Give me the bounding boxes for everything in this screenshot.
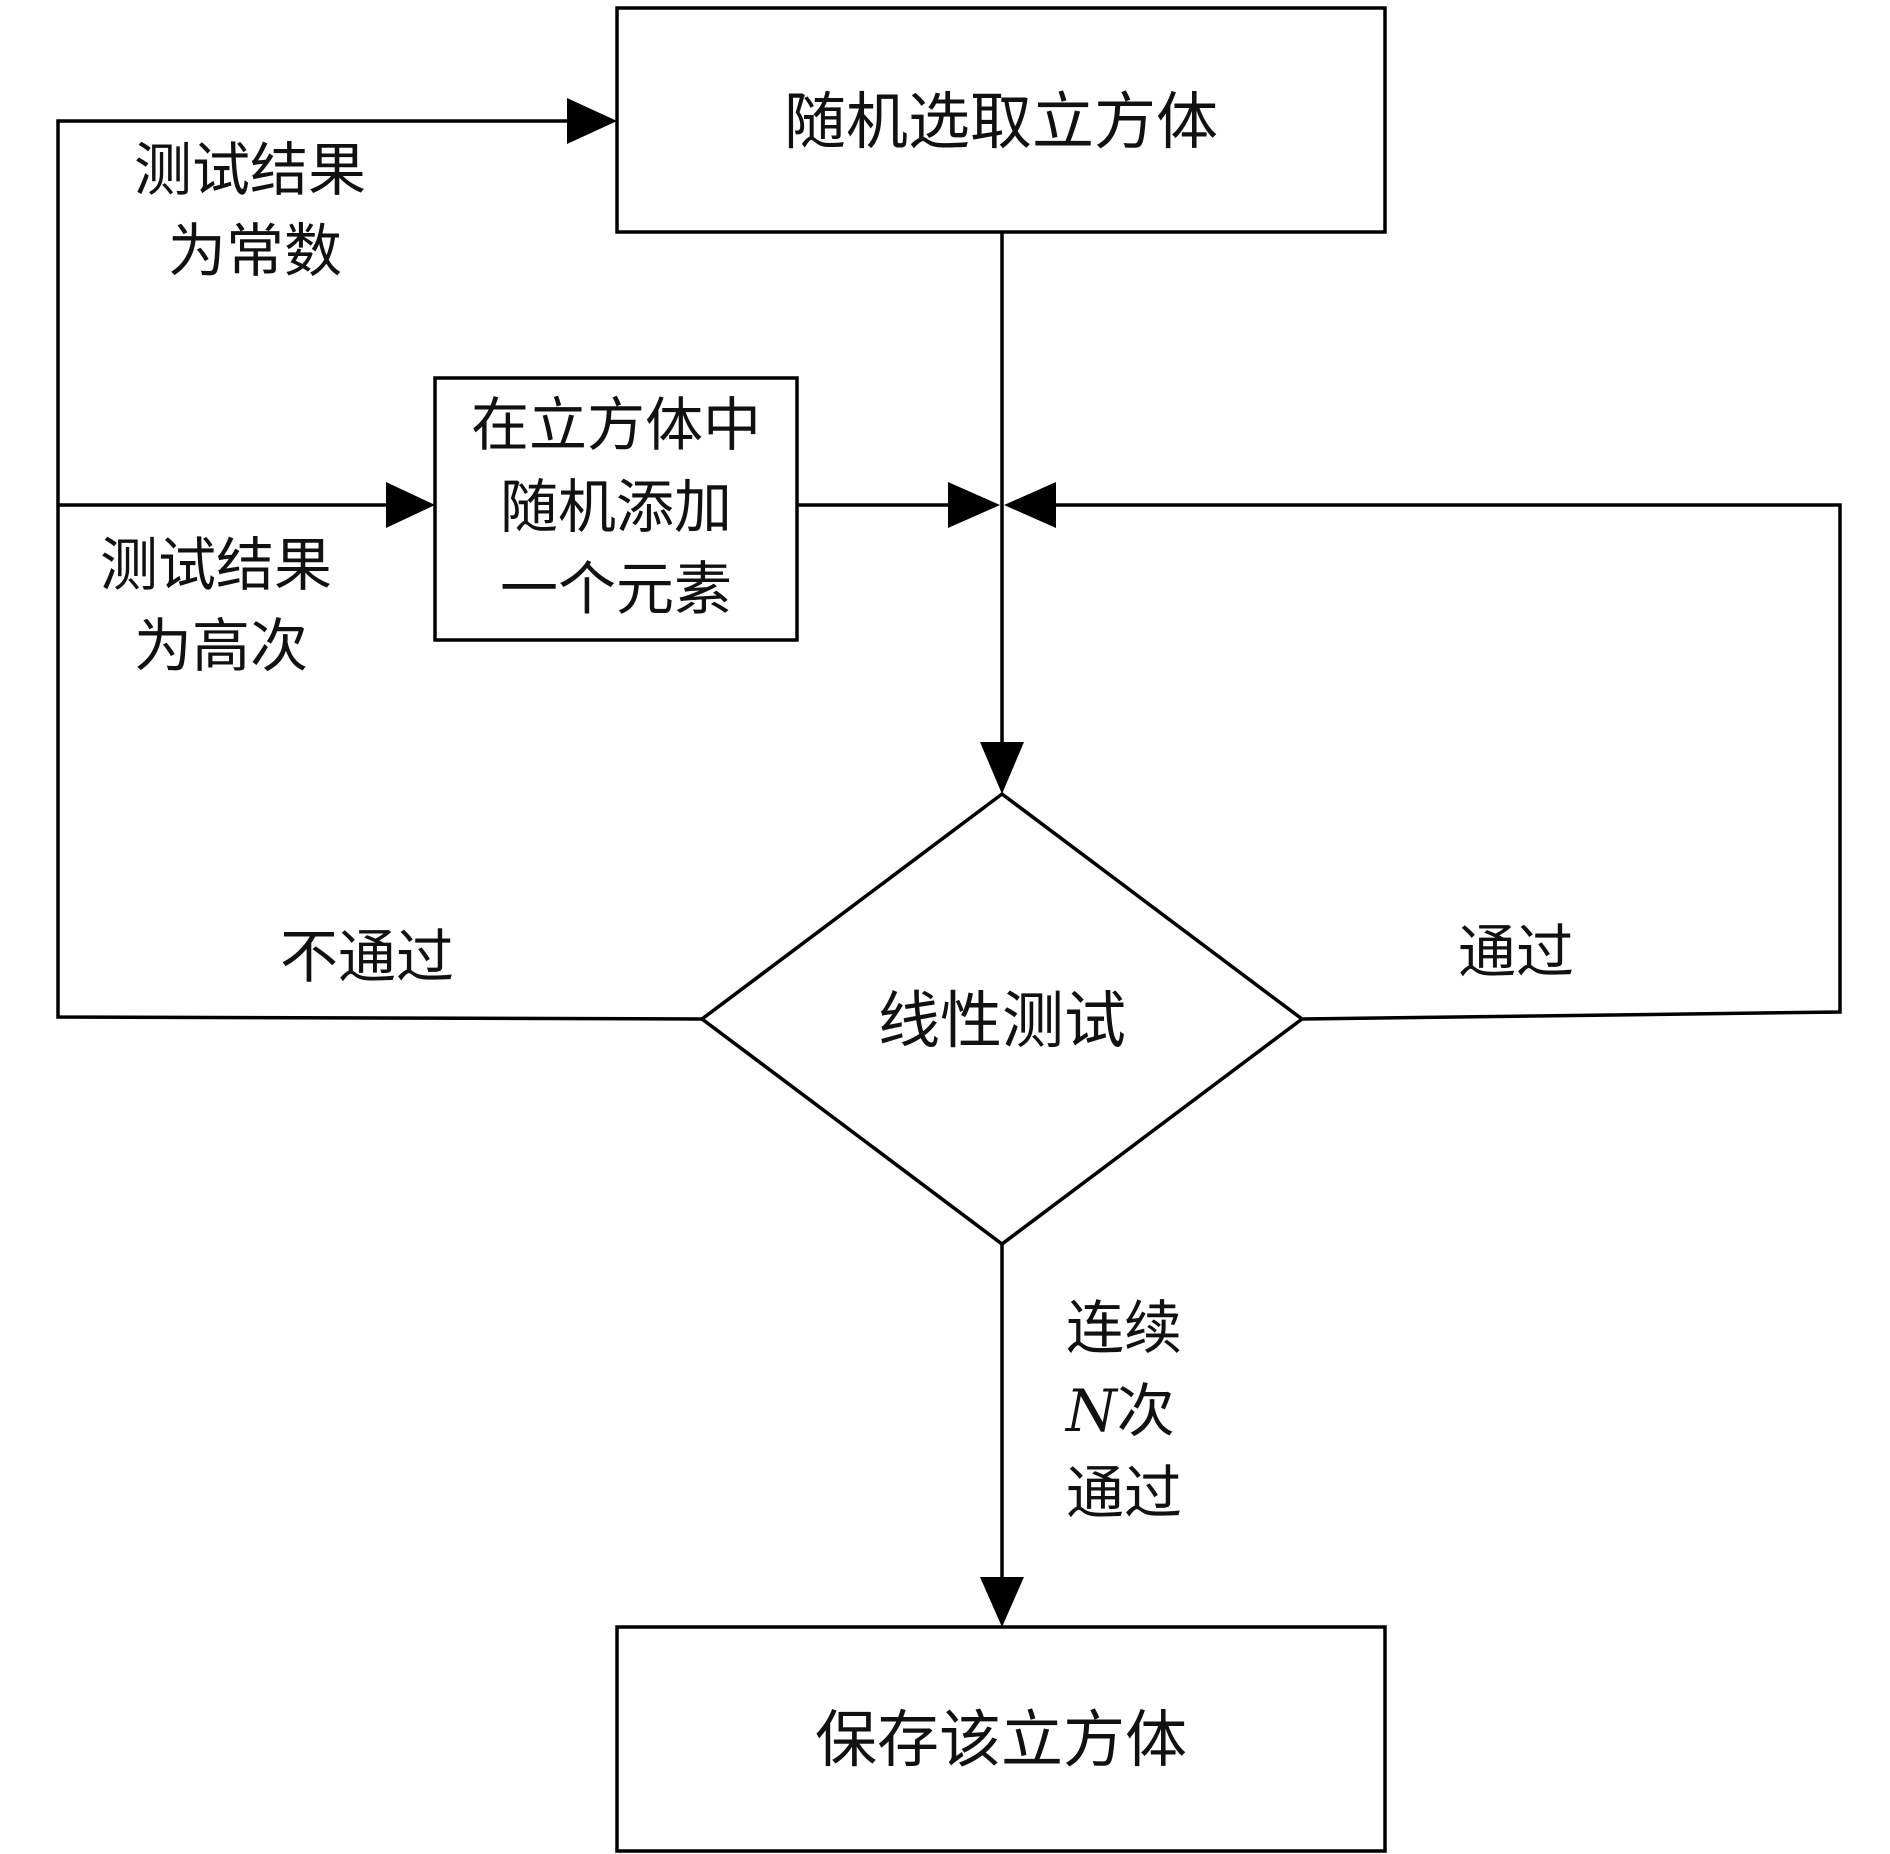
arrowhead-add-merge: [948, 482, 1000, 528]
n-symbol: N: [1064, 1377, 1119, 1445]
result-constant-label-line2: 为常数: [168, 217, 342, 285]
arrowhead-into-add: [386, 482, 435, 528]
add-element-label-line1: 在立方体中: [471, 391, 761, 459]
random-select-box: [615, 6, 1387, 234]
pass-n-times-label-line2: N次: [1064, 1377, 1175, 1445]
add-element-label-line2: 随机添加: [500, 473, 732, 541]
result-constant-label-line1: 测试结果: [134, 136, 366, 204]
arrowhead-pass-merge: [1004, 482, 1056, 528]
linear-test-label: 线性测试: [878, 984, 1126, 1057]
edge-pass-loop: [1054, 503, 1842, 1021]
arrowhead-into-select: [567, 98, 617, 144]
edge-fail-loop: [56, 119, 703, 1021]
times-suffix: 次: [1117, 1377, 1175, 1445]
random-select-label: 随机选取立方体: [784, 85, 1218, 158]
add-element-box: [433, 376, 799, 642]
arrowhead-into-diamond: [980, 742, 1024, 794]
add-element-label-line3: 一个元素: [500, 555, 732, 623]
pass-n-times-label-line3: 通过: [1066, 1459, 1182, 1527]
fail-label: 不通过: [280, 923, 454, 991]
result-high-order-label-line2: 为高次: [134, 612, 308, 680]
save-cube-box: [615, 1625, 1387, 1853]
pass-n-times-label-line1: 连续: [1066, 1294, 1182, 1362]
save-cube-label: 保存该立方体: [815, 1703, 1187, 1776]
result-high-order-label-line1: 测试结果: [100, 531, 332, 599]
arrowhead-into-save: [980, 1577, 1024, 1627]
pass-label: 通过: [1458, 918, 1574, 986]
